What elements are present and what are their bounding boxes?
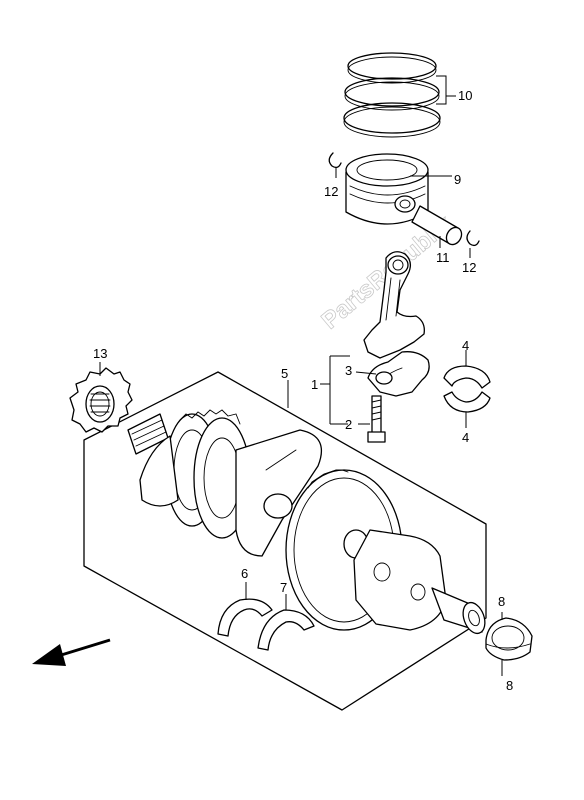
callout-3: 3 [345,363,352,378]
circlip-right[interactable] [466,230,480,247]
callout-6: 6 [241,566,248,581]
conrod-bearing-upper[interactable] [443,365,491,389]
callout-8-bottom: 8 [506,678,513,693]
front-arrow-icon [32,638,111,666]
callout-13: 13 [93,346,107,361]
callout-2: 2 [345,417,352,432]
callout-12-right: 12 [462,260,476,275]
piston-ring-set[interactable] [343,52,441,138]
connecting-rod[interactable] [363,251,425,359]
thrust-bearing[interactable] [485,617,533,661]
conrod-bolt[interactable] [367,395,386,443]
piston-pin[interactable] [411,205,465,247]
callout-11: 11 [436,250,450,265]
callout-4-top: 4 [462,338,469,353]
callout-5: 5 [281,366,288,381]
leader-lines [99,75,503,676]
crankshaft-assembly-outline [83,371,487,711]
conrod-cap[interactable] [367,351,430,397]
callout-4-bottom: 4 [462,430,469,445]
crankshaft[interactable] [127,409,489,636]
crank-bearing-6[interactable] [217,598,273,637]
callout-1: 1 [311,377,318,392]
callout-9: 9 [454,172,461,187]
callout-10: 10 [458,88,472,103]
conrod-bearing-lower[interactable] [443,391,491,413]
callout-8-top: 8 [498,594,505,609]
crank-bearing-7[interactable] [257,609,315,651]
piston[interactable] [345,153,429,225]
callout-12-left: 12 [324,184,338,199]
callout-7: 7 [280,580,287,595]
circlip-left[interactable] [328,152,342,169]
primary-gear[interactable] [69,367,133,433]
